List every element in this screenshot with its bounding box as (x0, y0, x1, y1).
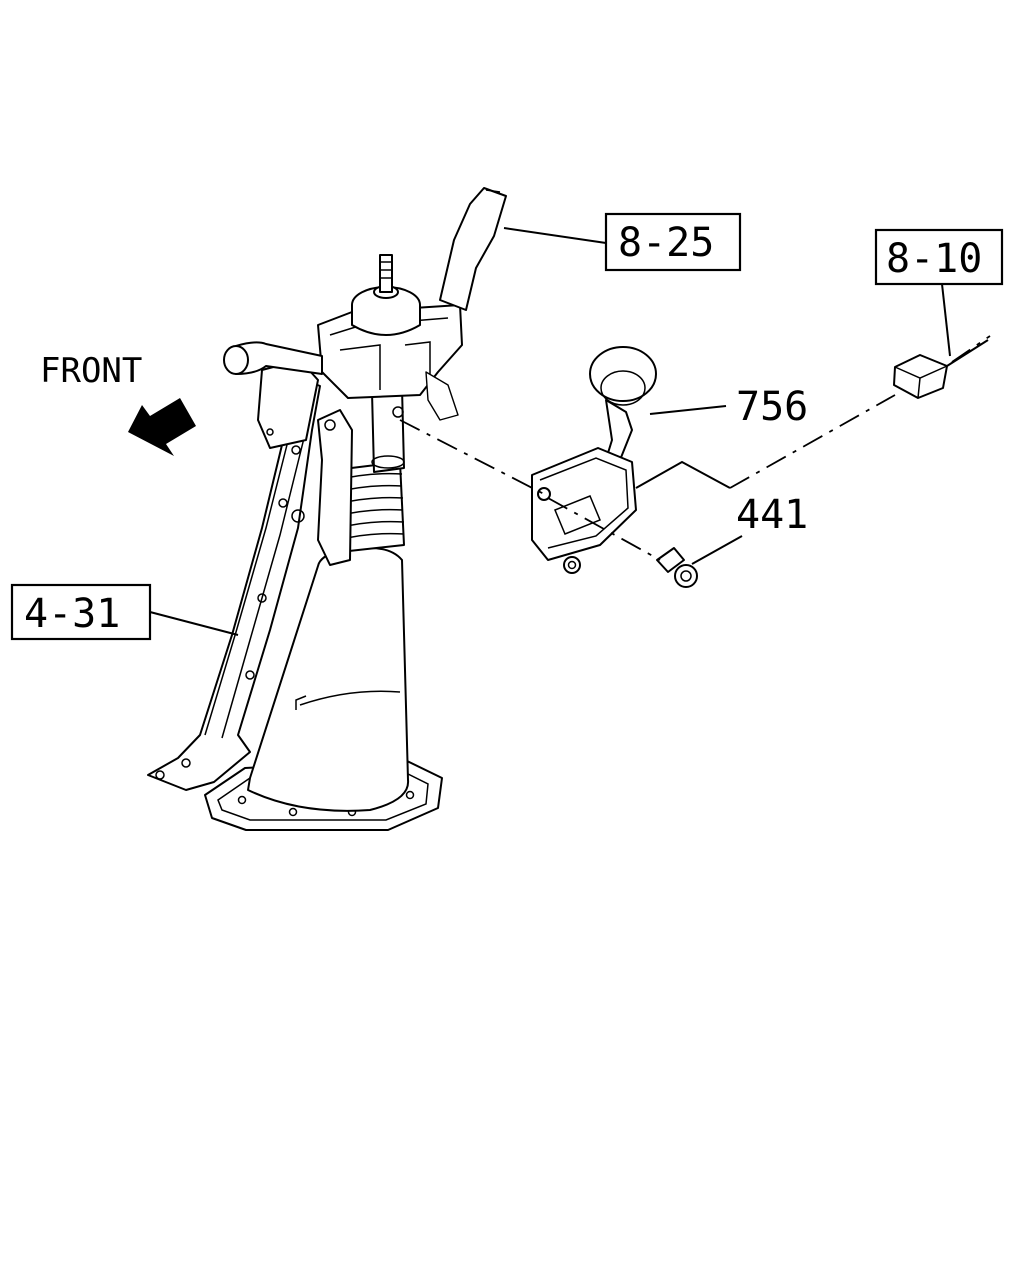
svg-text:441: 441 (736, 492, 808, 538)
callout-8-25: 8-25 (503, 212, 742, 272)
steering-column (147, 187, 507, 831)
callout-8-10: 8-10 (874, 228, 1004, 357)
part-441-bolt (656, 547, 698, 588)
svg-text:756: 756 (736, 384, 808, 430)
svg-text:4-31: 4-31 (24, 591, 120, 637)
part-756-bracket (531, 346, 657, 574)
callout-4-31: 4-31 (10, 583, 239, 641)
callout-441: 441 (691, 492, 808, 565)
front-label: FRONT (40, 351, 142, 391)
svg-text:8-10: 8-10 (886, 236, 982, 282)
leader-column-to-bracket (399, 419, 545, 495)
callout-756: 756 (649, 384, 808, 430)
svg-text:8-25: 8-25 (618, 220, 714, 266)
front-arrow-icon (128, 398, 196, 456)
leader-bracket-to-bolt (547, 497, 661, 561)
leader-bracket-to-connector (729, 394, 896, 489)
connector-block (893, 335, 991, 399)
